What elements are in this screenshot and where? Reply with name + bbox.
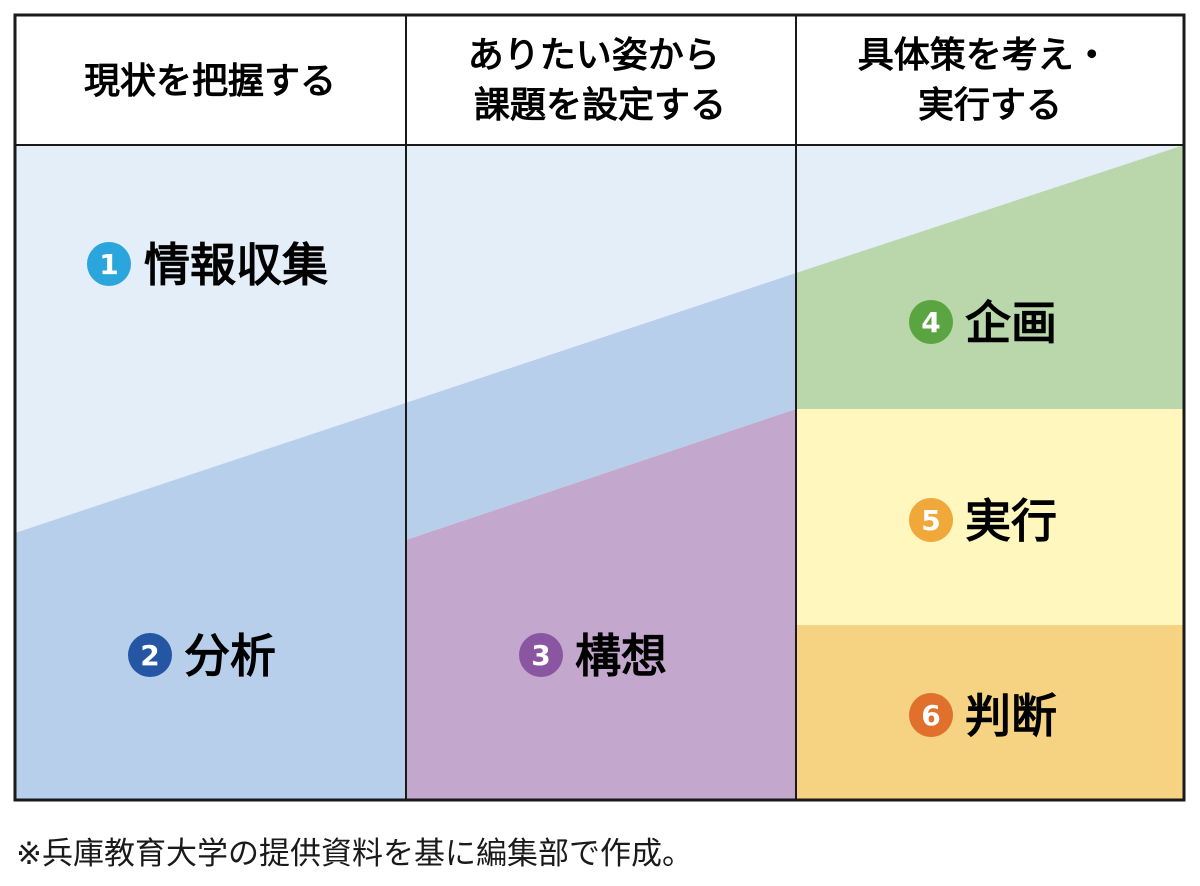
region-execution	[796, 409, 1184, 625]
stage-5-badge	[909, 498, 953, 542]
stage-6-badge	[909, 693, 953, 737]
stage-5-label: 実行	[965, 494, 1057, 548]
stage-execution: 5 実行	[909, 494, 1057, 548]
stage-2-badge	[128, 633, 172, 677]
source-footnote: ※兵庫教育大学の提供資料を基に編集部で作成。	[16, 836, 693, 872]
stage-3-label: 構想	[575, 629, 667, 683]
diagram-frame	[13, 13, 1186, 802]
stage-1-number: 1	[99, 248, 118, 281]
column-header-1: 現状を把握する	[84, 61, 336, 102]
stage-5-number: 5	[921, 504, 940, 537]
column-header-3-line-2: 実行する	[918, 85, 1062, 126]
stage-6-number: 6	[921, 699, 940, 732]
stage-2-label: 分析	[184, 629, 276, 683]
stage-concept: 3 構想	[519, 629, 667, 683]
column-header-3-line-1: 具体策を考え・	[858, 35, 1110, 76]
column-header-1-line-1: 現状を把握する	[84, 61, 336, 102]
stage-analysis: 2 分析	[128, 629, 276, 683]
stage-information-collection: 1 情報収集	[87, 238, 328, 292]
stage-6-label: 判断	[965, 689, 1057, 743]
stage-1-badge	[87, 242, 131, 286]
column-header-3: 具体策を考え・ 実行する	[858, 35, 1123, 126]
column-header-2-line-2: 課題を設定する	[474, 85, 726, 126]
region-judgement	[796, 625, 1184, 800]
region-concept	[406, 409, 796, 800]
stage-4-number: 4	[921, 306, 940, 339]
region-planning	[796, 145, 1184, 409]
stage-4-badge	[909, 300, 953, 344]
stage-3-number: 3	[531, 639, 550, 672]
column-header-2: ありたい姿から 課題を設定する	[468, 35, 733, 126]
stage-judgement: 6 判断	[909, 689, 1057, 743]
column-header-2-line-1: ありたい姿から	[468, 35, 720, 76]
stage-3-badge	[519, 633, 563, 677]
stage-2-number: 2	[140, 639, 159, 672]
stage-1-label: 情報収集	[144, 238, 328, 292]
stage-4-label: 企画	[965, 296, 1057, 350]
stage-planning: 4 企画	[909, 296, 1057, 350]
